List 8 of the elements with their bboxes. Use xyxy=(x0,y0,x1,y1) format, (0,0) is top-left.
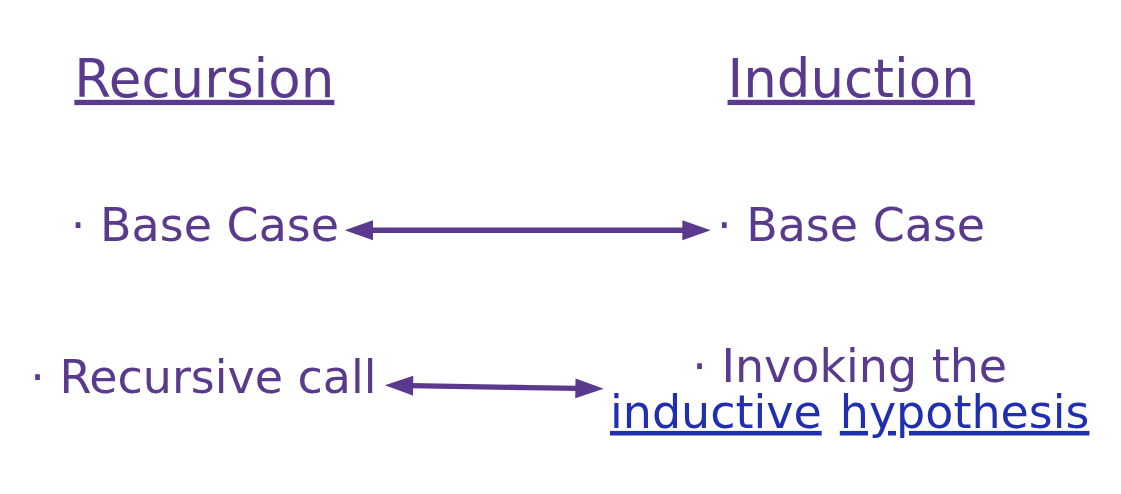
node-text: · Base Case xyxy=(716,197,986,252)
node-text: · Recursive call xyxy=(30,349,377,404)
label: Induction xyxy=(727,47,975,110)
node-text: · Base Case xyxy=(70,197,340,252)
label: Recursion xyxy=(74,47,335,110)
arrow xyxy=(384,375,604,398)
node-text: · Invoking the inductive hypothesis xyxy=(610,338,1090,439)
arrow xyxy=(344,219,711,240)
